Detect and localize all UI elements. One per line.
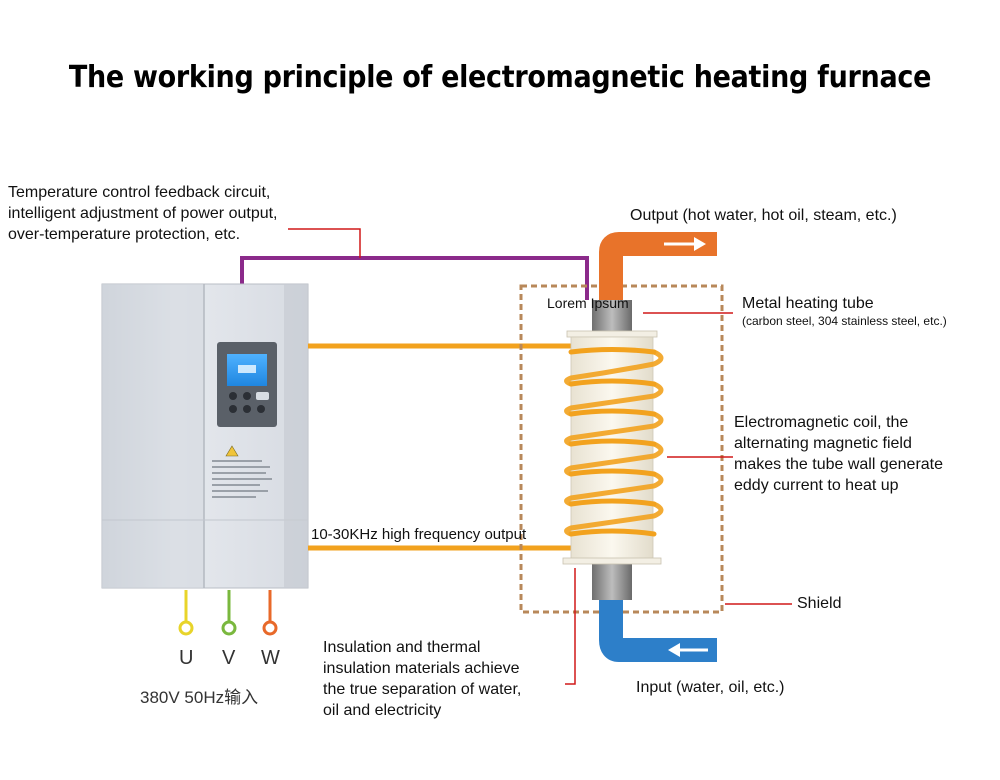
leader-feedback [288, 228, 361, 258]
power-input-label: 380V 50Hz输入 [140, 688, 259, 707]
feedback-circuit-label: Temperature control feedback circuit, in… [8, 184, 278, 243]
input-label: Input (water, oil, etc.) [636, 679, 785, 696]
output-label: Output (hot water, hot oil, steam, etc.) [630, 207, 897, 224]
shield-label: Shield [797, 595, 842, 612]
terminal-v-label: V [222, 647, 236, 669]
input-pipe [599, 590, 717, 662]
terminal-u [178, 590, 194, 636]
tube-placeholder-label: Lorem Ipsum [547, 295, 629, 311]
terminal-w-label: W [261, 647, 280, 669]
leader-lines [288, 228, 792, 685]
terminal-v [221, 590, 237, 636]
electromagnetic-coil [564, 347, 664, 537]
output-pipe [599, 232, 717, 306]
frequency-label: 10-30KHz high frequency output [311, 526, 527, 543]
page-title: The working principle of electromagnetic… [68, 60, 932, 95]
arrow-left-icon [668, 643, 708, 657]
leader-insulation [565, 568, 576, 685]
insulation-label: Insulation and thermal insulation materi… [323, 639, 522, 719]
metal-tube-label: Metal heating tube (carbon steel, 304 st… [742, 295, 947, 328]
terminal-w [262, 590, 278, 636]
power-cabinet [101, 283, 309, 589]
terminal-u-label: U [179, 647, 194, 669]
arrow-right-icon [664, 237, 706, 251]
coil-label: Electromagnetic coil, the alternating ma… [734, 414, 944, 494]
feedback-wire [240, 256, 589, 300]
